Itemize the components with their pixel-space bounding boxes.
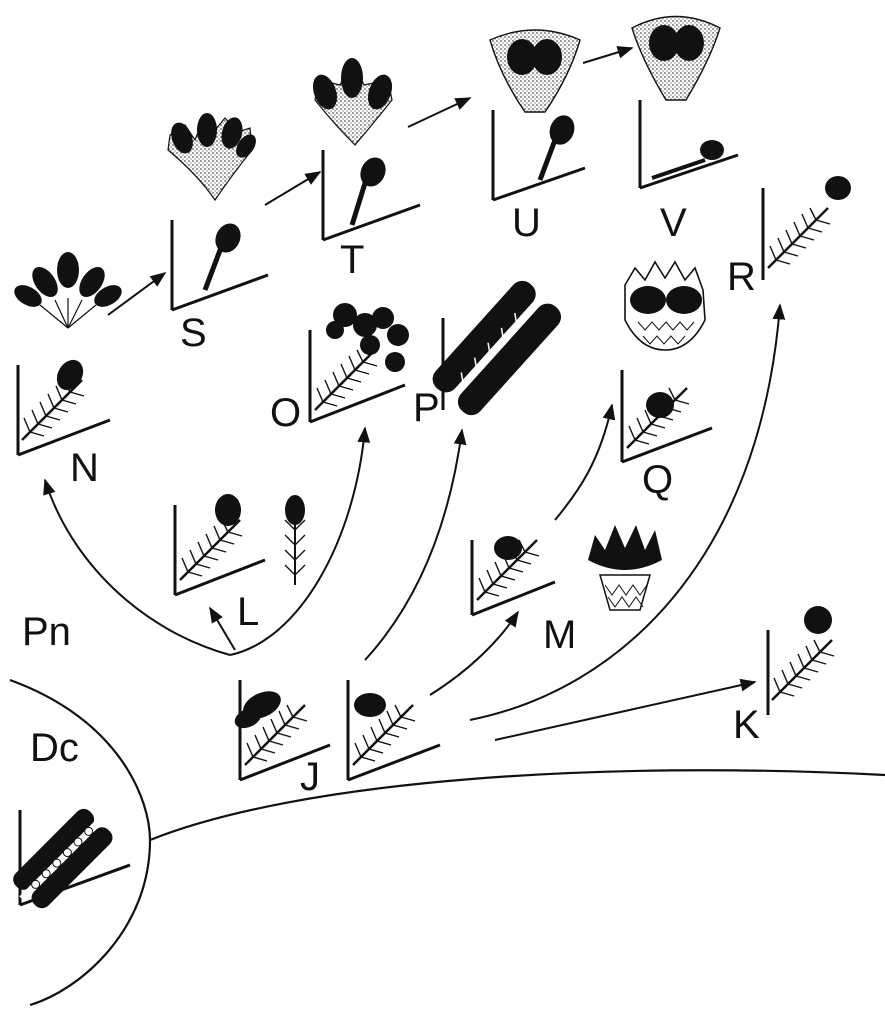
label-j: J [300,755,320,799]
label-s: S [180,311,207,355]
label-n: N [70,446,99,490]
m-shoot [470,525,662,617]
n-shoot [14,252,122,457]
label-m: M [543,613,577,657]
lineage-curves [9,678,885,1007]
o-shoot [308,303,409,424]
s-shoot [167,113,269,312]
dc-shoot [13,808,131,909]
label-t: T [340,238,365,282]
label-dc: Dc [30,726,79,770]
l-shoot [173,494,306,597]
label-q: Q [642,458,674,502]
label-k: K [733,703,760,747]
label-l: L [237,590,260,634]
label-p: P [413,386,440,430]
evolution-arrows [43,46,786,741]
label-o: O [270,391,302,435]
r-shoot [761,176,851,280]
label-r: R [727,255,756,299]
v-shoot [631,15,739,190]
u-shoot [489,29,586,202]
p-shoot [432,280,562,416]
label-pn: Pn [22,610,71,654]
q-shoot [620,260,713,464]
label-u: U [512,201,541,245]
k-shoot [766,606,836,715]
j-shoot-right [346,680,441,782]
label-v: V [660,201,687,245]
j-shoot-left [234,680,331,782]
t-shoot [312,58,421,242]
